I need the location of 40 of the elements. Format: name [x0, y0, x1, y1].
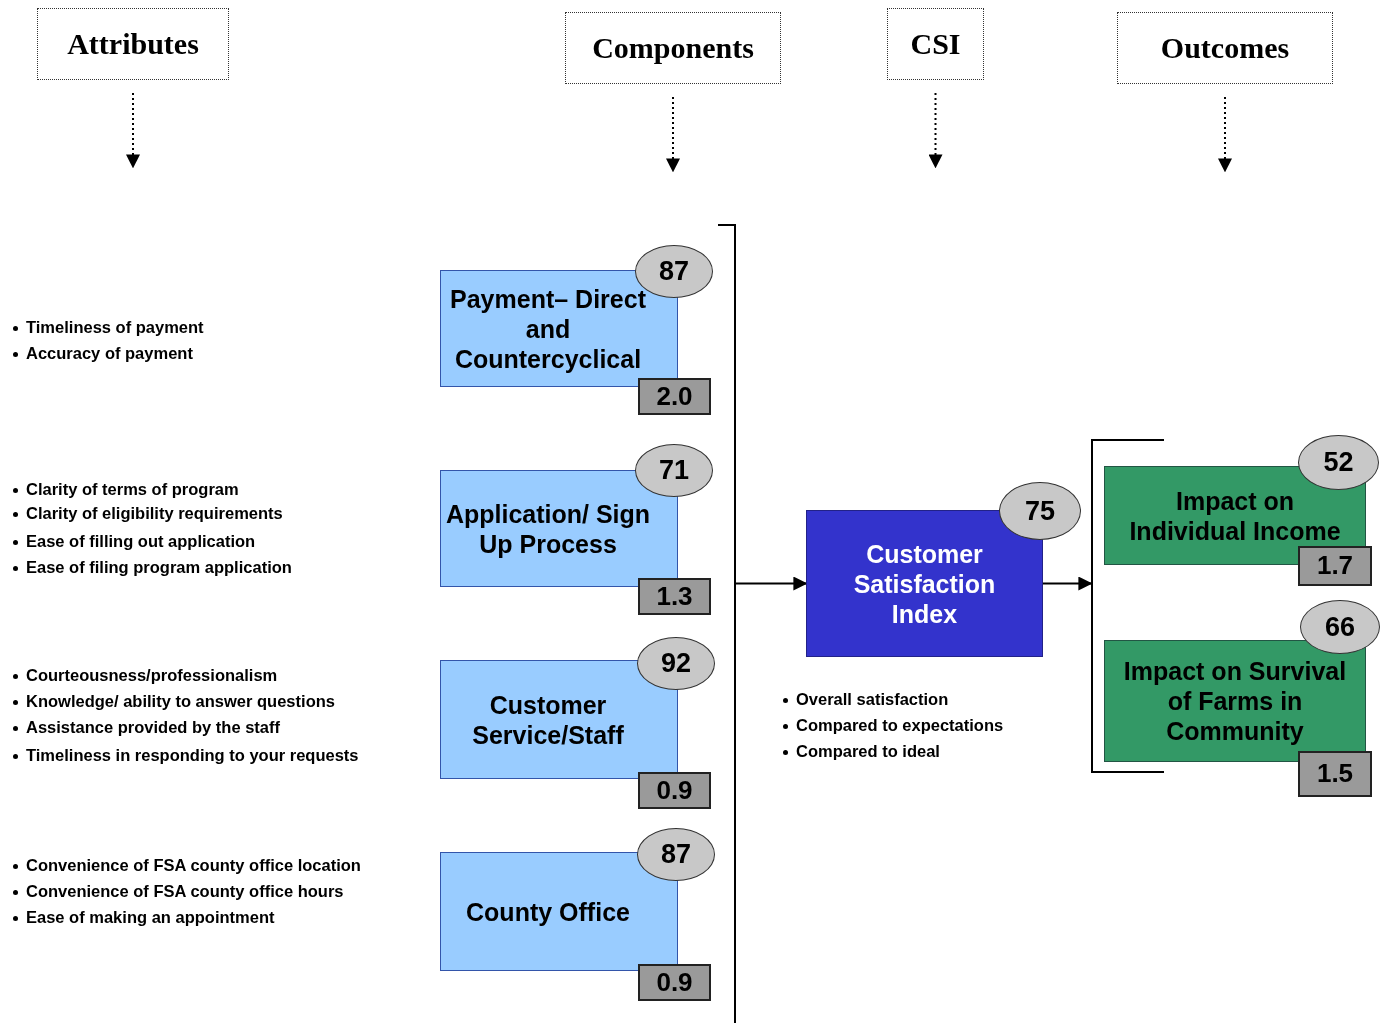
arrow	[1218, 96, 1232, 173]
bullet-point-text: Ease of filing program application	[26, 558, 292, 577]
arrow	[126, 92, 140, 169]
header-box: Outcomes	[1117, 12, 1333, 84]
impact-box: 0.9	[638, 964, 711, 1001]
impact-box: 1.7	[1298, 546, 1372, 586]
arrow	[735, 576, 808, 591]
header-box: CSI	[887, 8, 984, 80]
bullet-point-text: Assistance provided by the staff	[26, 718, 280, 737]
bullet-point-text: Convenience of FSA county office hours	[26, 882, 344, 901]
bullet-point-text: Clarity of eligibility requirements	[26, 504, 283, 523]
score-circle: 75	[999, 482, 1081, 540]
bullet-point-text: Convenience of FSA county office location	[26, 856, 361, 875]
bullet-point-text: Clarity of terms of program	[26, 480, 239, 499]
bullet-point-text: Ease of filling out application	[26, 532, 256, 551]
bullet-point-text: Overall satisfaction	[796, 690, 949, 709]
header-box: Attributes	[37, 8, 229, 80]
bullet-point-text: Courteousness/professionalism	[26, 666, 278, 685]
header-box: Components	[565, 12, 781, 84]
arrow	[928, 92, 943, 169]
score-circle: 87	[637, 828, 715, 881]
arrow	[1042, 576, 1093, 591]
impact-box: 0.9	[638, 772, 711, 809]
score-circle: 92	[637, 637, 715, 690]
bullet-point-text: Ease of making an appointment	[26, 908, 275, 927]
bullet-point-text: Timeliness in responding to your requests	[26, 746, 359, 765]
bracket	[718, 224, 736, 1023]
bullet-point-text: Accuracy of payment	[26, 344, 193, 363]
arrow	[666, 96, 680, 173]
bullet-point-text: Compared to ideal	[796, 742, 940, 761]
impact-box: 1.3	[638, 578, 711, 615]
impact-box: 2.0	[638, 378, 711, 415]
score-circle: 66	[1300, 600, 1380, 654]
score-circle: 71	[635, 444, 713, 497]
bullet-point-text: Knowledge/ ability to answer questions	[26, 692, 335, 711]
impact-box: 1.5	[1298, 751, 1372, 797]
score-circle: 52	[1298, 435, 1379, 490]
outcome-box: Impact on Survival of Farms in Community	[1104, 640, 1366, 762]
bullet-point-text: Timeliness of payment	[26, 318, 204, 337]
bullet-point-text: Compared to expectations	[796, 716, 1004, 735]
